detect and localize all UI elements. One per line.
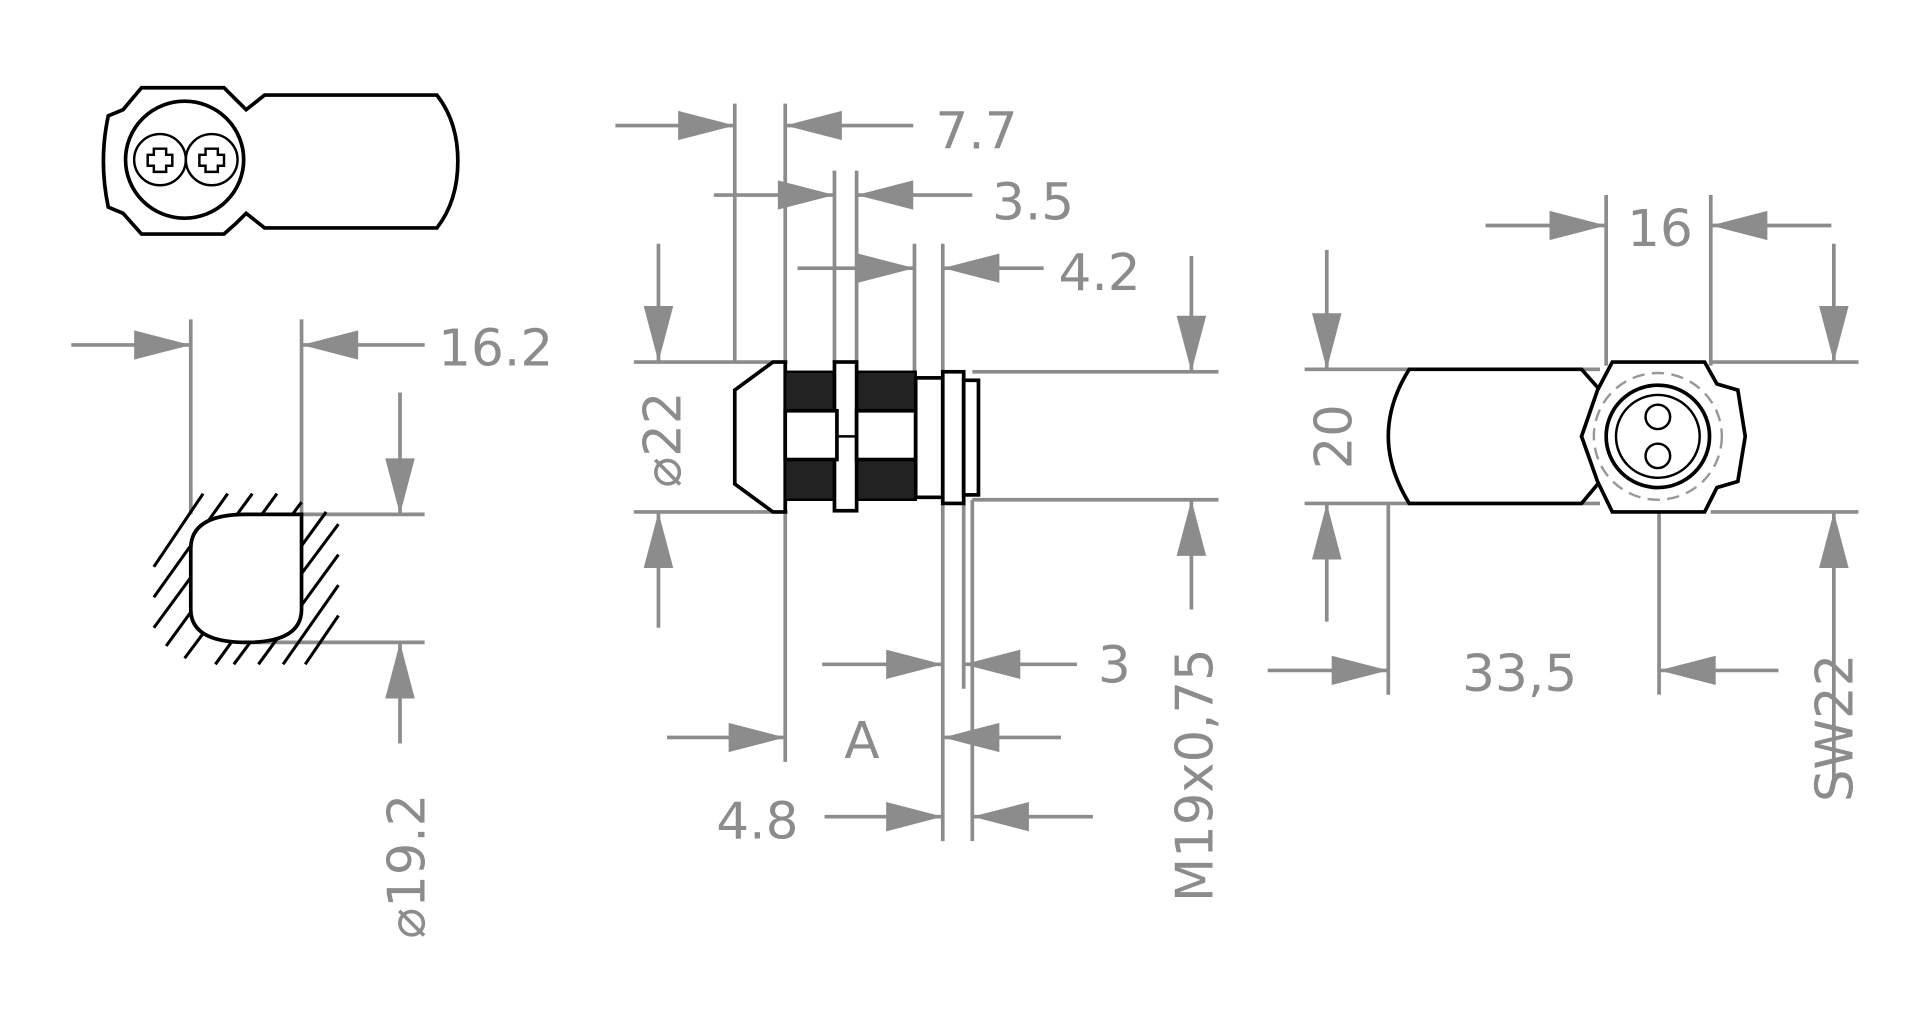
arrowhead [1549, 210, 1607, 241]
dimension-lines [71, 103, 1859, 842]
arrowhead [1710, 210, 1768, 241]
arrowhead [1176, 315, 1207, 372]
arrowhead [385, 642, 415, 699]
dim-label-4-8: 4.8 [716, 792, 798, 852]
arrowhead [857, 253, 915, 283]
dim-label-3: 3 [1098, 636, 1131, 696]
arrowhead [963, 649, 1021, 679]
arrowhead [1659, 655, 1716, 686]
arrowhead [1331, 655, 1389, 686]
dim-label-sw22: SW22 [1805, 654, 1865, 802]
dim-label-thread: M19x0,75 [1165, 648, 1225, 902]
dim-label-3-5: 3.5 [992, 173, 1074, 233]
dim-label-20: 20 [1304, 404, 1364, 469]
arrowhead [643, 511, 674, 569]
dim-label-33-5: 33,5 [1462, 644, 1577, 704]
dim-label-16: 16 [1627, 199, 1693, 259]
hatch-line [281, 584, 340, 666]
dim-label-7-7: 7.7 [935, 102, 1017, 162]
dim-label-dia-19-2: ⌀19.2 [377, 794, 437, 939]
dim-label-dia-22: ⌀22 [633, 392, 693, 488]
dim-label-16-2: 16.2 [438, 319, 553, 379]
arrowhead [886, 802, 943, 832]
top-view-lock [101, 85, 460, 236]
arrowhead [1312, 313, 1342, 370]
arrowhead [1819, 511, 1849, 569]
arrowhead [942, 253, 1000, 283]
side-view-lock [732, 360, 981, 514]
arrowhead [1176, 499, 1207, 556]
arrowhead [972, 802, 1029, 832]
arrowhead [643, 305, 674, 363]
arrowhead [886, 649, 943, 679]
panel-cutout-view [152, 492, 340, 666]
arrowhead [1819, 305, 1849, 363]
arrowhead [134, 330, 191, 360]
arrowhead [385, 458, 415, 515]
arrowhead [678, 110, 735, 141]
arrowhead [777, 180, 835, 210]
dim-label-a: A [844, 711, 879, 771]
arrowhead [728, 722, 786, 753]
hatch-line [303, 614, 340, 666]
arrowhead [785, 110, 842, 141]
arrowhead [1312, 503, 1342, 560]
arrowhead [301, 330, 359, 360]
hatch-line [152, 492, 205, 568]
front-view-lock [1386, 360, 1748, 514]
arrowhead [856, 180, 914, 210]
dim-label-4-2: 4.2 [1058, 243, 1140, 303]
